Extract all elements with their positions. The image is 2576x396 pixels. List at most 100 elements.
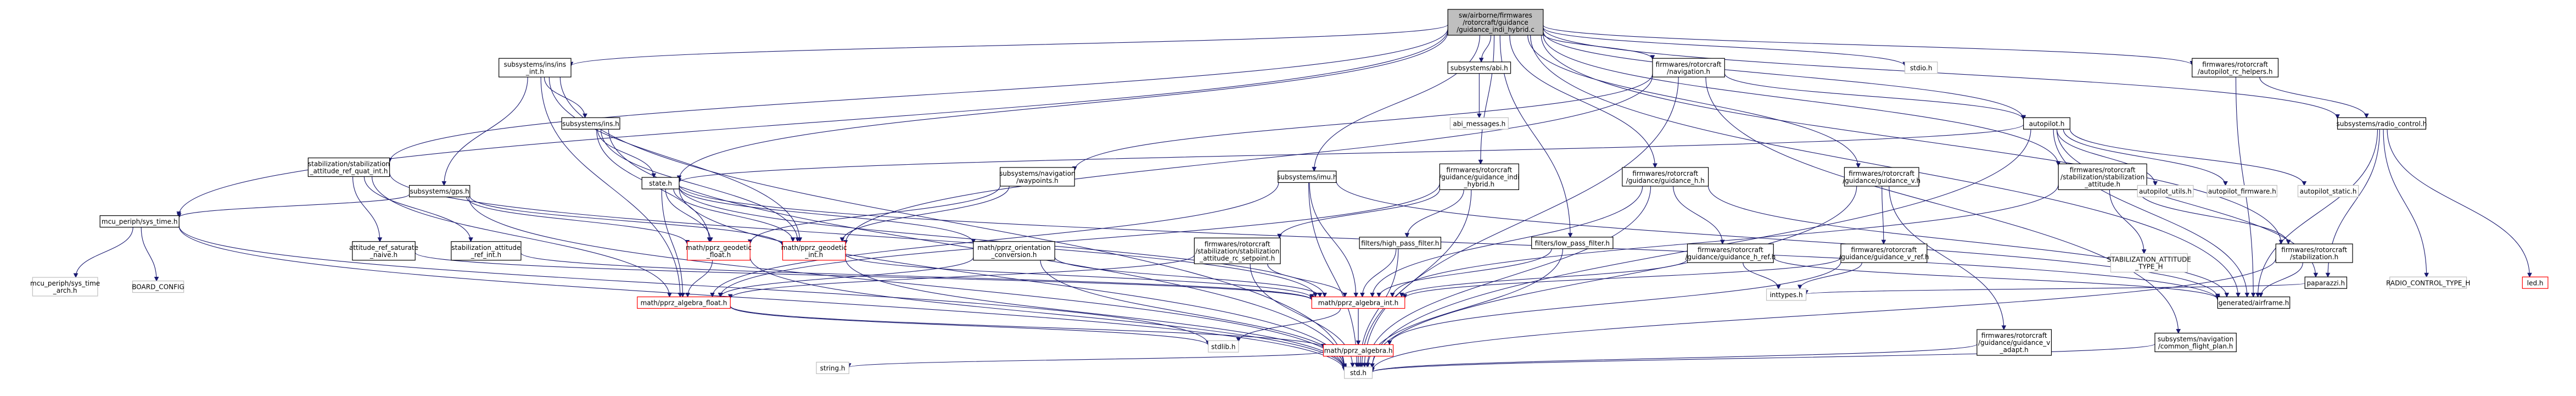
edge-line bbox=[1705, 77, 2179, 333]
edge-arrowhead bbox=[1370, 293, 1375, 298]
edge-line bbox=[679, 188, 1345, 369]
graph-node-abi-msgs[interactable]: abi_messages.h bbox=[1449, 117, 1509, 130]
edge-arrowhead bbox=[2364, 113, 2369, 119]
graph-edge-gi-hybrid-to-stab-rc-setpoint bbox=[1277, 188, 1440, 239]
graph-node-ap-rc-helpers[interactable]: firmwares/rotorcraft/autopilot_rc_helper… bbox=[2192, 58, 2279, 77]
graph-node-rc-type[interactable]: RADIO_CONTROL_TYPE_H bbox=[2386, 276, 2470, 289]
graph-edge-gh-ref-to-algebra-int bbox=[1399, 259, 1688, 298]
graph-node-gv-ref[interactable]: firmwares/rotorcraft/guidance/guidance_v… bbox=[1839, 243, 1929, 263]
node-box bbox=[307, 157, 390, 177]
node-box bbox=[1278, 170, 1337, 183]
graph-node-radio-control[interactable]: subsystems/radio_control.h bbox=[2337, 117, 2427, 130]
node-label-line: firmwares/rotorcraft bbox=[1698, 246, 1763, 254]
graph-node-stab-att-h-const[interactable]: STABILIZATION_ATTITUDE_TYPE_H bbox=[2107, 253, 2191, 273]
graph-node-ins[interactable]: subsystems/ins.h bbox=[561, 117, 620, 130]
edge-line bbox=[1773, 257, 2218, 300]
graph-node-common-fp[interactable]: subsystems/navigation/common_flight_plan… bbox=[2154, 332, 2237, 353]
edge-line bbox=[2257, 129, 2378, 297]
edge-line bbox=[352, 176, 380, 242]
graph-node-ins-int[interactable]: subsystems/ins/ins_int.h bbox=[499, 58, 572, 77]
graph-edge-nav-rc-to-autopilot bbox=[1724, 73, 2026, 121]
graph-node-board-config[interactable]: BOARD_CONFIG bbox=[132, 280, 184, 293]
graph-node-string[interactable]: string.h bbox=[816, 361, 849, 375]
graph-node-abi[interactable]: subsystems/abi.h bbox=[1447, 62, 1511, 74]
edge-line bbox=[2056, 129, 2156, 186]
edge-line bbox=[1364, 77, 1679, 367]
graph-node-waypoints[interactable]: subsystems/navigation/waypoints.h bbox=[999, 167, 1076, 187]
graph-node-gh-ref[interactable]: firmwares/rotorcraft/guidance/guidance_h… bbox=[1685, 243, 1776, 263]
graph-node-stab-rc-setpoint[interactable]: firmwares/rotorcraft/stabilization/stabi… bbox=[1194, 237, 1281, 264]
node-label-line: inttypes.h bbox=[1769, 291, 1802, 299]
edge-line bbox=[673, 188, 793, 242]
graph-node-nav-rc[interactable]: firmwares/rotorcraft/navigation.h bbox=[1652, 58, 1725, 77]
edge-arrowhead bbox=[2325, 272, 2331, 278]
graph-node-autopilot[interactable]: autopilot.h bbox=[2023, 117, 2070, 130]
graph-node-sys-time-arch[interactable]: mcu_periph/sys_time_arch.h bbox=[30, 277, 100, 297]
edge-line bbox=[1743, 263, 1779, 289]
graph-node-gi-hybrid[interactable]: firmwares/rotorcraft/guidance/guidance_i… bbox=[1439, 163, 1519, 190]
node-box bbox=[561, 117, 620, 130]
graph-node-imu[interactable]: subsystems/imu.h bbox=[1277, 170, 1337, 183]
graph-node-stabilization[interactable]: firmwares/rotorcraft/stabilization.h bbox=[2275, 243, 2353, 263]
graph-edge-imu-to-airframe bbox=[1336, 180, 2220, 299]
graph-edge-autopilot-to-state bbox=[676, 124, 2024, 183]
edge-line bbox=[469, 196, 783, 246]
graph-node-guidance-h[interactable]: firmwares/rotorcraft/guidance/guidance_h… bbox=[1622, 167, 1709, 187]
graph-node-gps[interactable]: subsystems/gps.h bbox=[408, 185, 471, 198]
edge-arrowhead bbox=[1390, 293, 1395, 298]
graph-edge-root-to-abi bbox=[1479, 35, 1492, 63]
node-label-line: sw/airborne/firmwares bbox=[1459, 12, 1532, 19]
graph-node-std[interactable]: std.h bbox=[1344, 366, 1373, 379]
graph-node-geo-int[interactable]: math/pprz_geodetic_int.h bbox=[781, 241, 847, 261]
graph-node-ap-utils[interactable]: autopilot_utils.h bbox=[2137, 185, 2194, 198]
graph-node-stab-quat[interactable]: stabilization/stabilization_attitude_ref… bbox=[307, 157, 390, 177]
graph-edge-stab-rc-setpoint-to-algebra-float bbox=[727, 254, 1195, 299]
graph-edge-root-to-gi-hybrid bbox=[1478, 35, 1495, 165]
graph-node-orient[interactable]: math/pprz_orientation_conversion.h bbox=[973, 241, 1055, 261]
graph-edge-gv-adapt-to-std bbox=[1370, 344, 1978, 373]
edge-arrowhead bbox=[1776, 285, 1781, 290]
graph-edge-radio-control-to-led bbox=[2387, 129, 2532, 278]
graph-node-paparazzi[interactable]: paparazzi.h bbox=[2304, 276, 2348, 289]
edge-arrowhead bbox=[1350, 362, 1355, 368]
graph-node-lpf[interactable]: filters/low_pass_filter.h bbox=[1531, 237, 1614, 249]
edge-line bbox=[1367, 186, 1651, 367]
edge-line bbox=[1543, 27, 1906, 66]
edge-arrowhead bbox=[583, 113, 587, 119]
graph-node-guidance-v[interactable]: firmwares/rotorcraft/guidance/guidance_v… bbox=[1843, 167, 1920, 187]
graph-node-inttypes[interactable]: inttypes.h bbox=[1766, 288, 1807, 301]
graph-node-stab-att-ref[interactable]: stabilization_attitude_ref_int.h bbox=[451, 241, 522, 261]
edge-line bbox=[1541, 35, 2282, 244]
node-box bbox=[782, 241, 846, 261]
graph-node-led[interactable]: led.h bbox=[2522, 276, 2549, 289]
graph-node-hpf[interactable]: filters/high_pass_filter.h bbox=[1359, 237, 1442, 249]
graph-node-algebra[interactable]: math/pprz_algebra.h bbox=[1323, 344, 1394, 357]
graph-node-gv-adapt[interactable]: firmwares/rotorcraft/guidance/guidance_v… bbox=[1976, 329, 2052, 356]
graph-node-geo-float[interactable]: math/pprz_geodetic_float.h bbox=[686, 241, 752, 261]
graph-node-stab-att[interactable]: firmwares/rotorcraft/stabilization/stabi… bbox=[2058, 163, 2147, 190]
graph-edge-algebra-to-string bbox=[846, 351, 1324, 369]
graph-node-ap-fw[interactable]: autopilot_firmware.h bbox=[2207, 185, 2277, 198]
graph-node-algebra-int[interactable]: math/pprz_algebra_int.h bbox=[1311, 296, 1405, 309]
node-label-line: stabilization/stabilization bbox=[308, 160, 390, 168]
graph-node-ap-static[interactable]: autopilot_static.h bbox=[2297, 185, 2359, 198]
edge-line bbox=[1074, 74, 1653, 171]
graph-node-sys-time[interactable]: mcu_periph/sys_time.h bbox=[99, 215, 180, 228]
graph-node-att-ref-sat[interactable]: attitude_ref_saturate_naive.h bbox=[349, 241, 418, 261]
graph-node-state[interactable]: state.h bbox=[641, 177, 680, 189]
graph-node-stdio[interactable]: stdio.h bbox=[1904, 62, 1938, 74]
edge-arrowhead bbox=[2424, 272, 2429, 278]
node-label-line: autopilot_firmware.h bbox=[2208, 188, 2276, 196]
node-label-line: stdlib.h bbox=[1211, 343, 1235, 350]
graph-node-stdlib[interactable]: stdlib.h bbox=[1208, 340, 1239, 353]
node-label-line: paparazzi.h bbox=[2307, 279, 2345, 287]
graph-node-airframe[interactable]: generated/airframe.h bbox=[2217, 296, 2291, 309]
node-label-line: /guidance/guidance_v_ref.h bbox=[1839, 253, 1929, 261]
graph-node-algebra-float[interactable]: math/pprz_algebra_float.h bbox=[637, 296, 731, 309]
edge-arrowhead bbox=[1236, 337, 1241, 342]
edge-line bbox=[845, 253, 1312, 299]
node-label-line: subsystems/imu.h bbox=[1277, 173, 1337, 181]
node-box bbox=[2297, 185, 2359, 198]
graph-node-root[interactable]: sw/airborne/firmwares/rotorcraft/guidanc… bbox=[1447, 9, 1544, 36]
edge-line bbox=[848, 351, 1324, 368]
